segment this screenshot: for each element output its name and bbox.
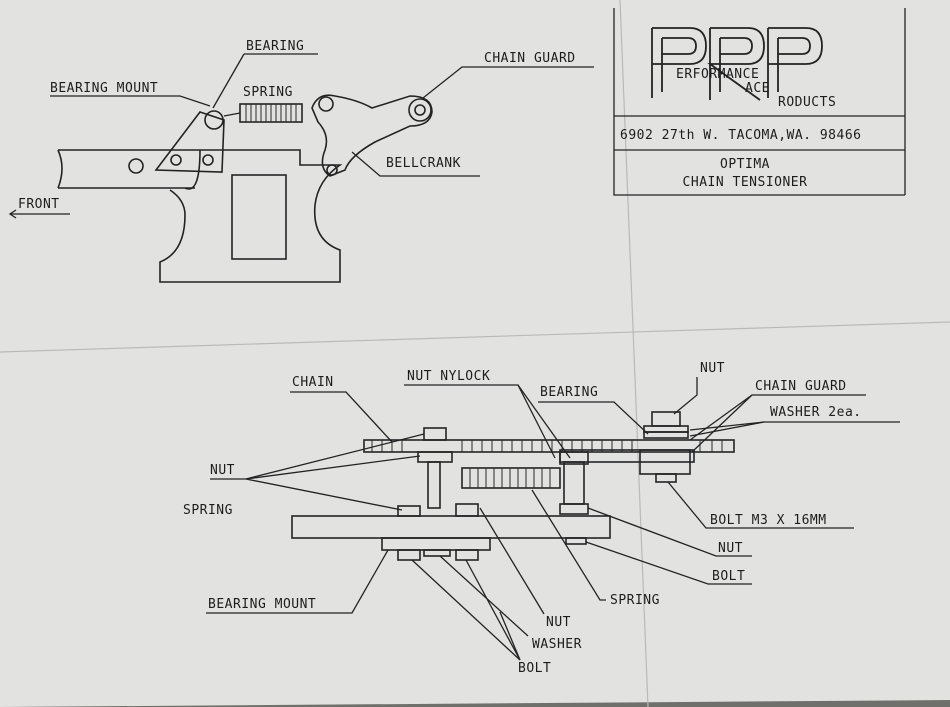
bolt-right-head (565, 537, 587, 545)
label-chain-guard-section: CHAIN GUARD (755, 379, 847, 394)
company-line-2: ACE (745, 81, 770, 96)
chain-guard-roller (408, 98, 432, 122)
section-view: CHAIN NUT NYLOCK BEARING NUT CHAIN GUARD… (183, 361, 900, 676)
fold-line-vertical (619, 0, 649, 707)
label-spring: SPRING (243, 85, 293, 100)
label-bearing-mount: BEARING MOUNT (50, 81, 158, 96)
label-nut-bottom: NUT (546, 615, 571, 630)
label-bolt-bottom: BOLT (518, 661, 551, 676)
bellcrank-arm-plate (559, 449, 695, 463)
chain-guard-roller-hub (414, 104, 426, 116)
swingarm-bar (57, 149, 200, 189)
mount-washer (423, 549, 451, 557)
label-bearing: BEARING (246, 39, 304, 54)
label-nut-nylock: NUT NYLOCK (407, 369, 490, 384)
bracket-window (231, 174, 287, 260)
bearing-mount-hole-2 (202, 154, 214, 166)
section-spring-coils (469, 468, 551, 488)
label-nut-left: NUT (210, 463, 235, 478)
label-bearing-section: BEARING (540, 385, 598, 400)
chain-guard-bolt-head (655, 473, 677, 483)
company-line-3: RODUCTS (778, 95, 836, 110)
label-chain: CHAIN (292, 375, 334, 390)
bellcrank (311, 94, 433, 177)
label-washer-bottom: WASHER (532, 637, 582, 652)
bearing-mount-plate (154, 111, 225, 173)
label-bolt-right: BOLT (712, 569, 745, 584)
bellcrank-bolt (326, 164, 338, 176)
side-view: BEARING BEARING MOUNT SPRING CHAIN GUARD… (8, 39, 594, 283)
label-bolt-m3: BOLT M3 X 16MM (710, 513, 827, 528)
mount-bolt-1 (397, 549, 421, 561)
bearing-mount-hole-1 (170, 154, 182, 166)
product-name-line-1: OPTIMA (720, 157, 770, 172)
mount-bolt-2 (455, 549, 479, 561)
label-bellcrank: BELLCRANK (386, 156, 461, 171)
left-shaft (427, 461, 441, 509)
bearing-mount-bearing (204, 110, 224, 130)
plate-nut-1 (397, 505, 421, 517)
company-line-1: ERFORMANCE (676, 67, 759, 82)
label-spring-left: SPRING (183, 503, 233, 518)
label-bearing-mount-section: BEARING MOUNT (208, 597, 316, 612)
label-chain-guard: CHAIN GUARD (484, 51, 576, 66)
swingarm-hole (128, 158, 144, 174)
product-name-line-2: CHAIN TENSIONER (683, 175, 808, 190)
fold-line-horizontal (0, 321, 950, 353)
center-nut-lower (559, 503, 589, 515)
address: 6902 27th W. TACOMA,WA. 98466 (620, 128, 861, 143)
label-washer-2ea: WASHER 2ea. (770, 405, 862, 420)
label-nut-top: NUT (700, 361, 725, 376)
spring-coils (245, 104, 297, 122)
title-block: ERFORMANCE ACE RODUCTS 6902 27th W. TACO… (613, 8, 906, 196)
label-nut-right: NUT (718, 541, 743, 556)
bellcrank-pivot (318, 96, 334, 112)
label-front: FRONT (18, 197, 60, 212)
chain-guard-washer-2 (643, 431, 689, 439)
bracket-body (159, 149, 343, 283)
label-spring-bottom: SPRING (610, 593, 660, 608)
plate-nut-2 (455, 503, 479, 517)
prp-logo (651, 27, 823, 101)
section-spring (461, 467, 561, 489)
